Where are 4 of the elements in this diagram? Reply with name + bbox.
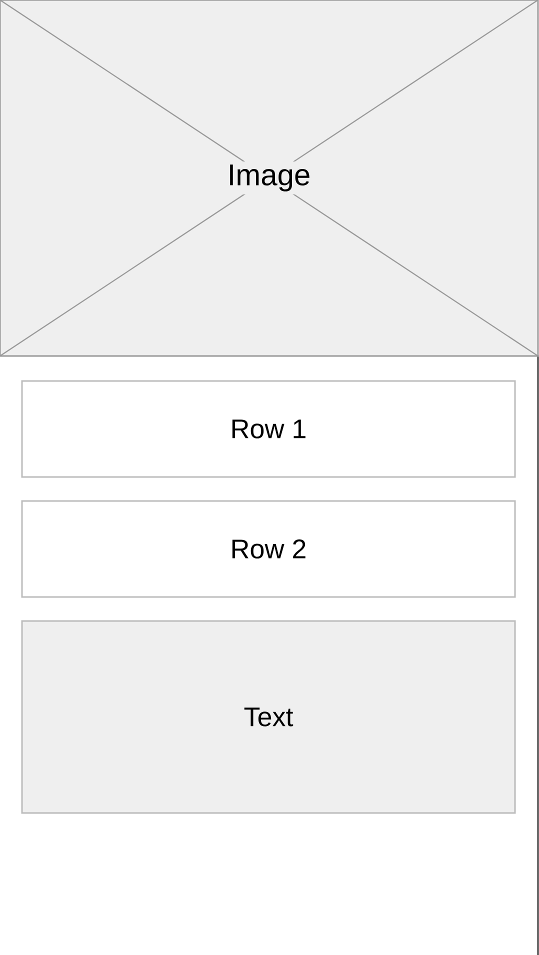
list-row: Row 2 bbox=[21, 500, 516, 598]
list-row: Row 1 bbox=[21, 380, 516, 478]
text-block: Text bbox=[21, 620, 516, 814]
placeholder-label: Image bbox=[224, 162, 314, 194]
